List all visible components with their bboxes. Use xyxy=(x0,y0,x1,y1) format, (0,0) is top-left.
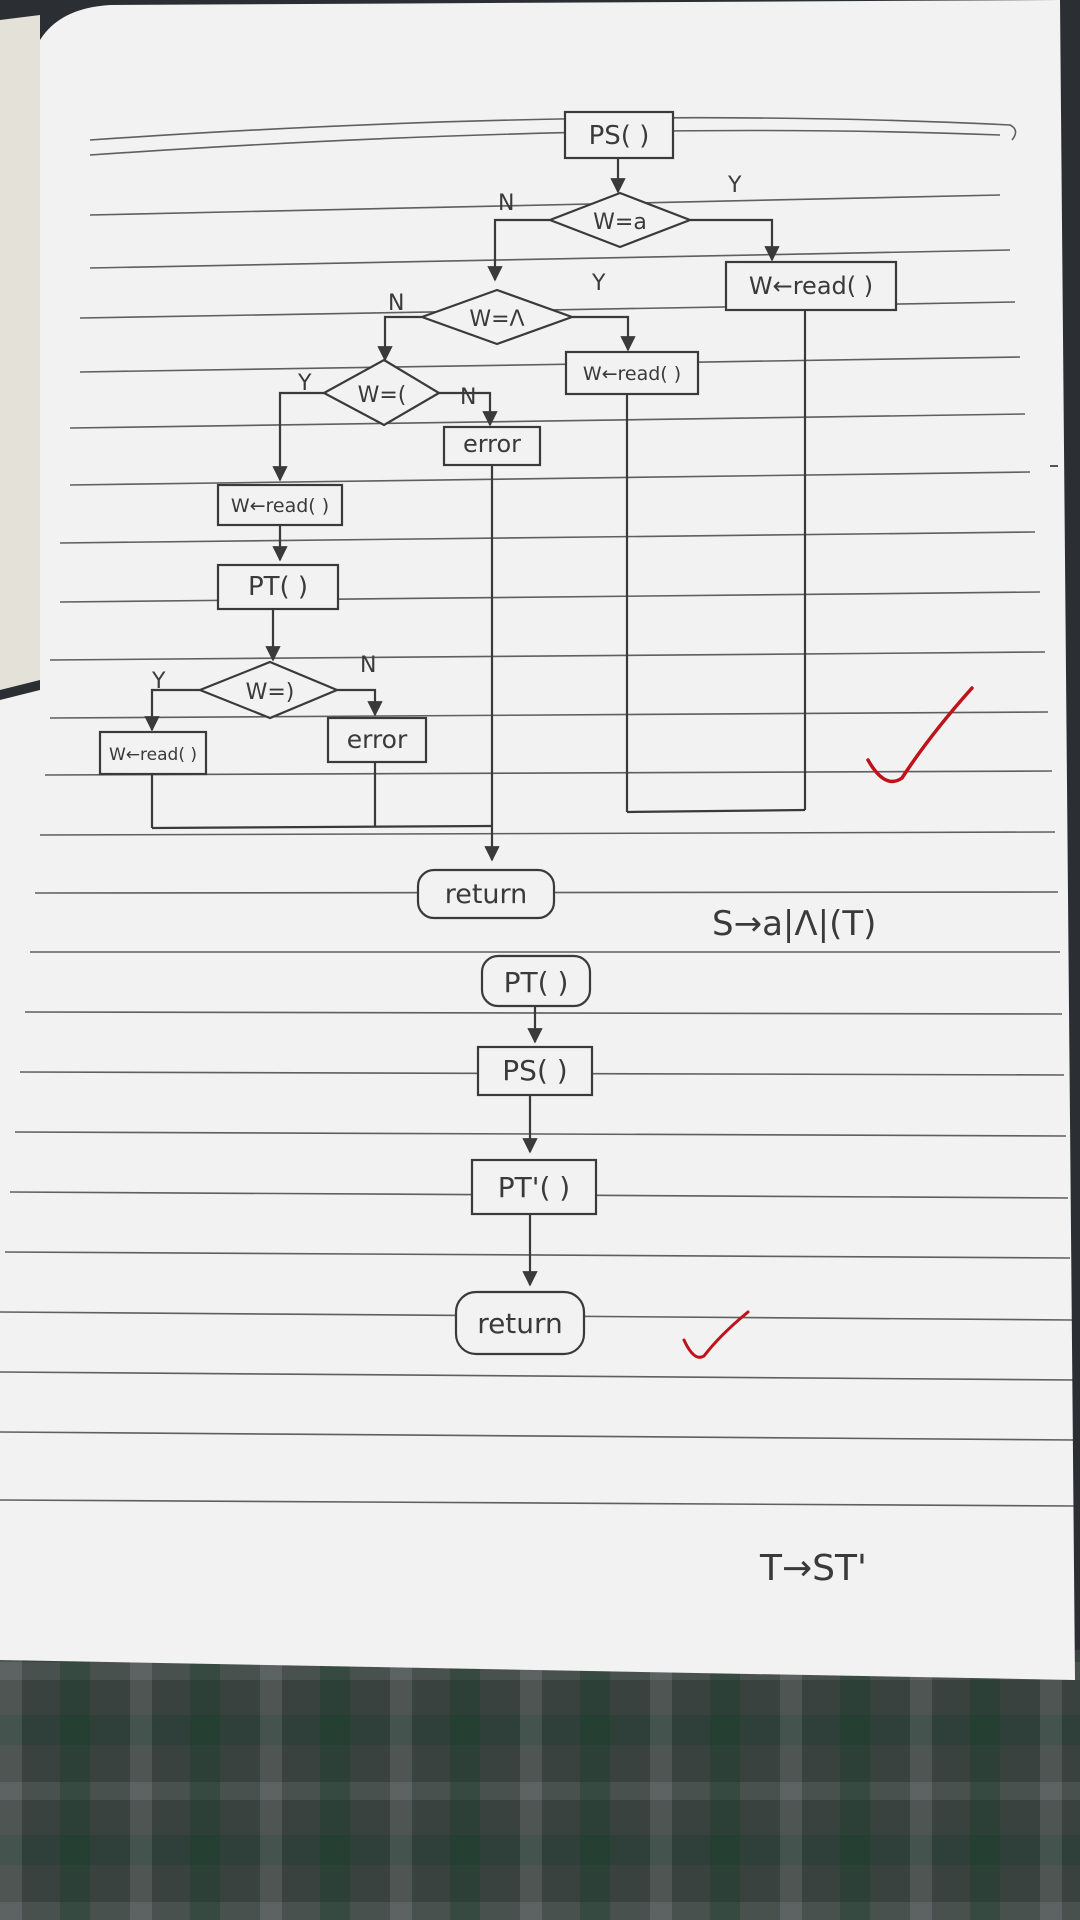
label-n-lambda: N xyxy=(388,291,404,316)
read-lambda-label: W←read( ) xyxy=(583,363,681,385)
w-eq-lparen-label: W=( xyxy=(358,383,407,408)
check-mark-icon xyxy=(866,686,974,784)
read-rparen-box xyxy=(98,730,208,776)
w-eq-lambda-label: W=Λ xyxy=(469,307,524,332)
ps-call-box xyxy=(476,1045,594,1097)
read-lparen-label: W←read( ) xyxy=(231,495,329,517)
read-lambda-box xyxy=(564,350,700,396)
error-1-label: error xyxy=(463,430,521,458)
flowchart-ps xyxy=(98,110,898,920)
rule-t-text: T→ST' xyxy=(759,1548,867,1589)
pt-start-label: PT( ) xyxy=(504,966,569,999)
ps-return-label: return xyxy=(445,879,528,910)
ps-return-terminal xyxy=(416,868,556,920)
label-n-a: N xyxy=(498,191,514,216)
flowchart-pt xyxy=(454,954,598,1356)
pt-call-label: PT( ) xyxy=(248,572,308,602)
read-a-box xyxy=(724,260,898,312)
pt-return-label: return xyxy=(477,1307,563,1340)
ps-start-label: PS( ) xyxy=(589,121,650,151)
read-lparen-box xyxy=(216,483,344,527)
w-eq-rparen-label: W=) xyxy=(246,680,295,705)
read-rparen-label: W←read( ) xyxy=(109,745,197,765)
w-eq-a-label: W=a xyxy=(593,210,647,235)
read-a-label: W←read( ) xyxy=(749,272,873,300)
ps-call-label: PS( ) xyxy=(502,1054,567,1087)
check-mark-icon xyxy=(682,1310,750,1359)
label-y-a: Y xyxy=(727,173,742,198)
label-n-lparen: N xyxy=(460,385,476,410)
label-y-lparen: Y xyxy=(297,371,312,396)
pt-prime-call-box xyxy=(470,1158,598,1216)
decision-w-eq-rparen xyxy=(197,660,340,720)
decision-w-eq-lambda xyxy=(418,288,576,346)
rule-s-text: S→a|Λ|(T) xyxy=(712,904,876,944)
decision-w-eq-a xyxy=(546,191,694,249)
label-n-rparen: N xyxy=(360,653,376,678)
label-y-rparen: Y xyxy=(151,669,166,694)
error-2-label: error xyxy=(347,725,408,754)
notebook-page xyxy=(0,0,1075,1680)
error-box-2 xyxy=(326,716,428,764)
ps-start-box xyxy=(563,110,675,160)
decision-w-eq-lparen xyxy=(321,358,442,427)
background-fabric xyxy=(0,1650,1080,1920)
pt-prime-call-label: PT'( ) xyxy=(498,1171,570,1204)
label-y-lambda: Y xyxy=(591,271,606,296)
pt-call-box xyxy=(216,563,340,611)
pt-return-terminal xyxy=(454,1290,586,1356)
error-box-1 xyxy=(442,425,542,467)
back-page xyxy=(0,15,40,690)
